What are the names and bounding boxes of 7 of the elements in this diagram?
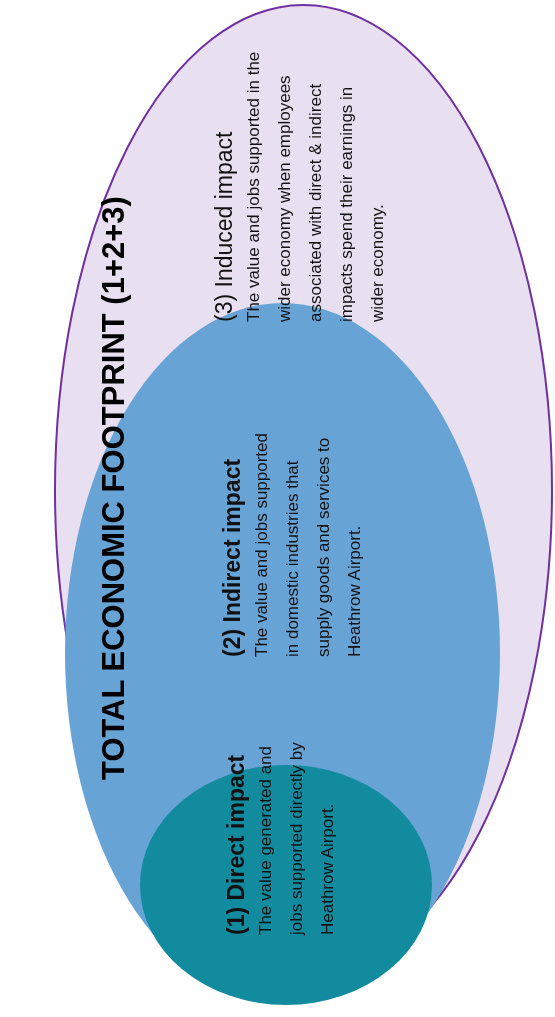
description-text: The value and jobs supported in the wider economy when employees associated with direct & indirect impacts spend their earnings in wider economy. bbox=[243, 50, 388, 322]
description-text: The value generated and jobs supported directly by Heathrow Airport. bbox=[255, 741, 338, 935]
title-text: TOTAL ECONOMIC FOOTPRINT (1+2+3) bbox=[97, 196, 131, 780]
heading-text: (2) Indirect impact bbox=[218, 457, 246, 657]
heading-text: (1) Direct impact bbox=[222, 753, 250, 935]
heading-text: (3) Induced impact bbox=[210, 130, 238, 322]
description-text: The value and jobs supported in domestic industries that supply goods and services to Heathrow Airport. bbox=[251, 432, 365, 657]
